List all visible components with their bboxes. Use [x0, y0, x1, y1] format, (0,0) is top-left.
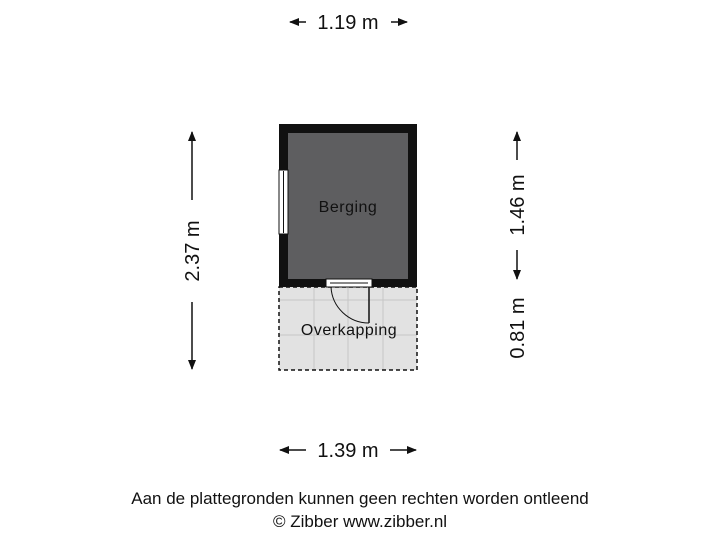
dimension-left-label: 2.37 m	[182, 220, 204, 281]
footer-disclaimer: Aan de plattegronden kunnen geen rechten…	[131, 489, 589, 508]
dimension-bottom-label: 1.39 m	[317, 440, 378, 462]
door	[325, 278, 373, 324]
dimension-bottom: 1.39 m	[279, 440, 417, 462]
room-label-berging: Berging	[319, 199, 378, 216]
berging-floor	[288, 133, 408, 279]
berging-room	[278, 124, 417, 324]
overkapping-outline	[278, 286, 418, 371]
footer-copyright: © Zibber www.zibber.nl	[272, 512, 448, 531]
tile-grid	[279, 287, 417, 370]
dimension-top: 1.19 m	[289, 12, 408, 34]
window	[278, 169, 289, 235]
dimension-left: 2.37 m	[182, 131, 204, 370]
dimension-right-overkapping-label: 0.81 m	[507, 297, 529, 358]
dimension-top-label: 1.19 m	[317, 12, 378, 34]
room-label-overkapping: Overkapping	[301, 322, 397, 339]
dimension-right: 1.46 m 0.81 m	[507, 131, 529, 359]
overkapping-area	[278, 286, 418, 371]
dimension-right-berging-label: 1.46 m	[507, 174, 529, 235]
